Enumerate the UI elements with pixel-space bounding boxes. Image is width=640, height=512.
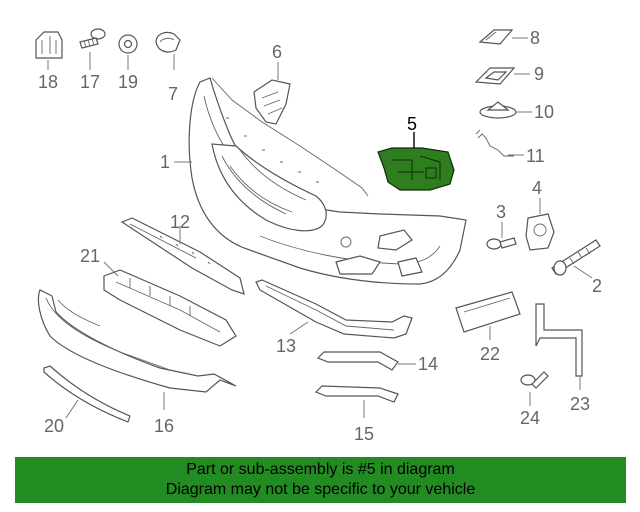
part-7-cover[interactable]	[155, 31, 181, 53]
part-23-bracket[interactable]	[535, 303, 583, 377]
callout-5: 5	[407, 114, 417, 134]
part-2-long-bolt[interactable]	[551, 239, 601, 276]
part-16-spoiler[interactable]	[37, 289, 237, 393]
part-14-trim[interactable]	[316, 351, 399, 371]
part-24-screw[interactable]	[520, 371, 549, 389]
part-18-clip[interactable]	[35, 31, 63, 59]
part-13-lower-strip[interactable]	[255, 279, 413, 339]
part-20-trim-strip[interactable]	[43, 365, 131, 423]
part-19-grommet[interactable]	[118, 34, 138, 54]
part-15-trim[interactable]	[314, 385, 399, 403]
banner-line-1: Part or sub-assembly is #5 in diagram	[186, 461, 455, 478]
parts-diagram: 18 17 19 7 6	[35, 28, 602, 444]
part-3-bolt[interactable]	[486, 237, 517, 250]
callout-24: 24	[520, 408, 540, 428]
callout-1: 1	[160, 152, 170, 172]
callout-6: 6	[272, 42, 282, 62]
callout-8: 8	[530, 28, 540, 48]
part-6-bracket[interactable]	[253, 79, 291, 125]
part-21-absorber[interactable]	[103, 269, 237, 347]
part-9-bezel[interactable]	[474, 67, 516, 85]
part-5-highlighted-bracket[interactable]	[377, 147, 455, 191]
callout-23: 23	[570, 394, 590, 414]
part-12-strip[interactable]	[120, 217, 245, 295]
callout-9: 9	[534, 64, 544, 84]
callout-22: 22	[480, 344, 500, 364]
callout-3: 3	[496, 202, 506, 222]
callout-4: 4	[532, 178, 542, 198]
callout-17: 17	[80, 72, 100, 92]
part-17-screw[interactable]	[79, 28, 106, 49]
part-22-license-plate-bracket[interactable]	[455, 291, 521, 333]
callout-12: 12	[170, 212, 190, 232]
part-8-trim[interactable]	[478, 29, 514, 45]
callout-18: 18	[38, 72, 58, 92]
callout-11: 11	[526, 146, 545, 166]
callout-16: 16	[154, 416, 174, 436]
callout-10: 10	[534, 102, 554, 122]
info-banner: Part or sub-assembly is #5 in diagram Di…	[15, 457, 626, 503]
callout-21: 21	[80, 246, 100, 266]
callout-20: 20	[44, 416, 64, 436]
callout-14: 14	[418, 354, 438, 374]
callout-15: 15	[354, 424, 374, 444]
callout-7: 7	[168, 84, 178, 104]
banner-line-2: Diagram may not be specific to your vehi…	[165, 481, 476, 498]
callout-2: 2	[592, 276, 602, 296]
part-4-sensor[interactable]	[525, 213, 555, 251]
part-11-wire[interactable]	[475, 129, 514, 157]
part-10-mount[interactable]	[479, 101, 517, 119]
part-1-bumper-cover[interactable]	[188, 77, 467, 285]
callout-19: 19	[118, 72, 138, 92]
callout-13: 13	[276, 336, 296, 356]
